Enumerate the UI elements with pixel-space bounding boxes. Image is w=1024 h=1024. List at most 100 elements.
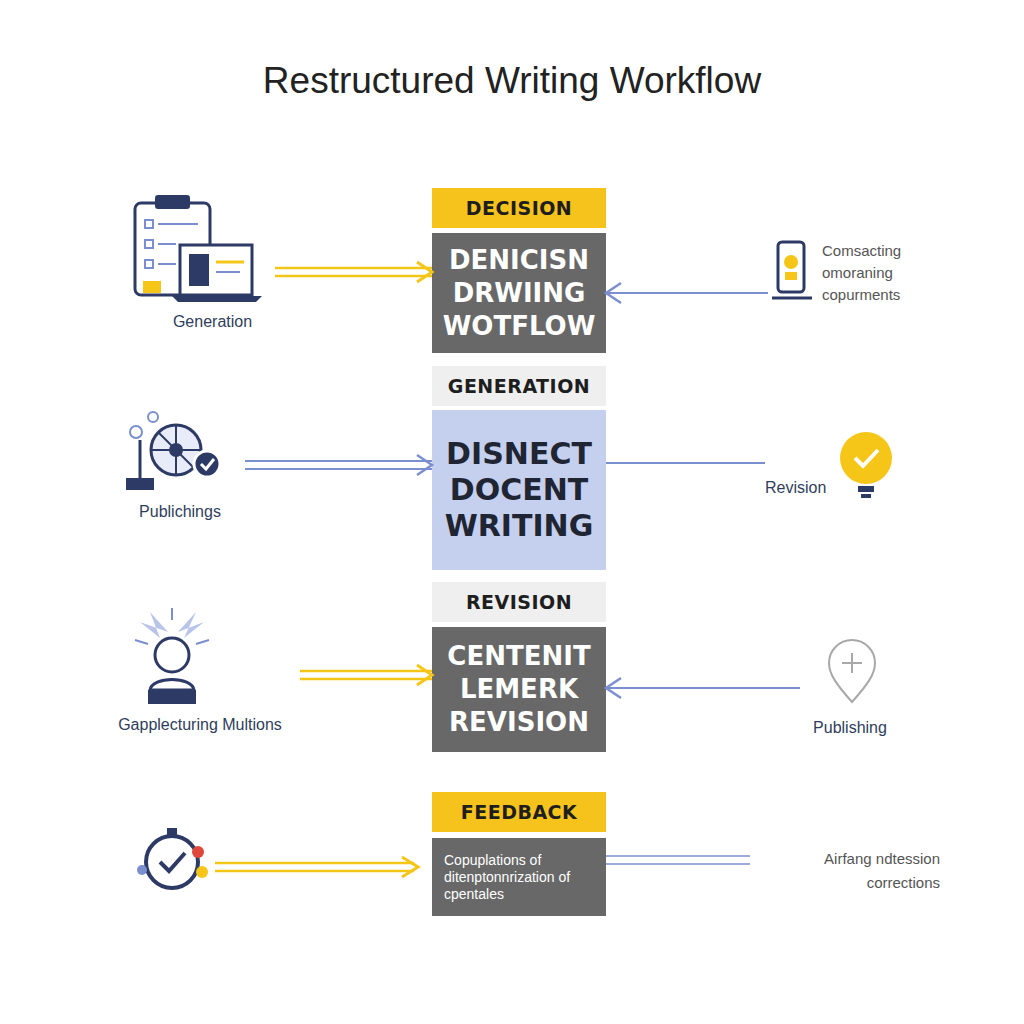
section-header: FEEDBACK — [432, 792, 606, 832]
connector-arrow — [606, 856, 750, 864]
pin — [829, 640, 875, 702]
list-box — [145, 260, 153, 268]
icon-label: Publichings — [115, 498, 245, 526]
connector-arrow — [606, 283, 768, 303]
node-text: Airfang ndtession corrections — [750, 847, 940, 895]
clock — [146, 836, 198, 888]
dot — [196, 866, 208, 878]
body — [150, 680, 194, 691]
check-mark — [201, 459, 214, 469]
arrow-head — [402, 857, 418, 877]
yellow-tag — [143, 281, 161, 293]
node-text: Comsacting omoraning copurments — [822, 240, 928, 306]
arrow-head — [417, 455, 432, 475]
node-text: Revision — [765, 479, 826, 497]
connector-line — [275, 267, 432, 270]
connector-line — [245, 460, 432, 462]
section-header: DECISION — [432, 188, 606, 228]
arrow-line — [215, 870, 414, 873]
check-mark — [855, 450, 878, 466]
laptop-line — [216, 261, 244, 264]
connector-line — [300, 678, 432, 681]
icon-label: Publishing — [800, 714, 900, 742]
node-text-group: FEEDBACK — [461, 801, 578, 823]
diagram-title: Restructured Writing Workflow — [0, 58, 1024, 104]
laptop-block — [189, 254, 209, 286]
lamp-head — [130, 426, 142, 438]
list-line — [158, 263, 176, 265]
node-text-group: Revision — [765, 479, 826, 497]
connector-line — [606, 687, 800, 689]
burst-line — [196, 640, 209, 644]
node-text: Generation — [173, 313, 252, 331]
burst-line — [135, 640, 148, 644]
node-text-group: DECISION — [466, 197, 573, 219]
icon-label: Airfang ndtession corrections — [750, 843, 940, 895]
phone-blob — [785, 272, 797, 280]
head — [155, 638, 189, 672]
phone-icon — [772, 242, 812, 298]
connector-line — [275, 275, 432, 278]
node-text-group: CENTENIT LEMERK REVISION — [438, 640, 600, 739]
node-text-group: DISNECT DOCENT WRITING — [438, 436, 600, 544]
plus — [842, 662, 862, 664]
node-text-group: Copuplations of ditenptonnrization of cp… — [444, 852, 598, 903]
process-box: CENTENIT LEMERK REVISION — [432, 627, 606, 752]
list-line — [158, 223, 198, 225]
connector-arrow — [606, 678, 800, 698]
arrow-head — [606, 283, 621, 303]
node-text: FEEDBACK — [461, 801, 578, 823]
person-icon — [135, 608, 209, 704]
lamp-arm — [139, 440, 142, 478]
desk — [148, 690, 196, 704]
check-badge — [194, 451, 220, 477]
bulb-icon — [840, 432, 892, 498]
node-text: Publichings — [139, 503, 221, 521]
process-box: DENICISN DRWIING WOTFLOW — [432, 233, 606, 353]
dot — [192, 846, 204, 858]
phone — [778, 242, 804, 292]
section-header: REVISION — [432, 582, 606, 622]
connector-line — [606, 855, 750, 857]
dot — [137, 865, 147, 875]
connector-line — [606, 292, 768, 294]
burst — [140, 612, 168, 638]
phone-blob — [784, 255, 798, 269]
node-text: DENICISN DRWIING WOTFLOW — [438, 244, 600, 343]
node-text-group: DENICISN DRWIING WOTFLOW — [438, 244, 600, 343]
node-text: Copuplations of ditenptonnrization of cp… — [444, 852, 598, 903]
section-header: GENERATION — [432, 366, 606, 406]
node-text: DISNECT DOCENT WRITING — [438, 436, 600, 544]
bulb-base — [858, 486, 874, 492]
wheel-spoke — [158, 432, 194, 468]
node-text-group: GENERATION — [448, 375, 590, 397]
node-text: GENERATION — [448, 375, 590, 397]
publishing-icon — [126, 412, 220, 490]
connector-line — [245, 468, 432, 470]
burst — [178, 612, 204, 638]
connector-arrow — [300, 665, 432, 685]
node-text-group: Gapplecturing Multions — [118, 716, 282, 734]
check-mark — [160, 853, 185, 871]
process-box: DISNECT DOCENT WRITING — [432, 410, 606, 570]
node-text-group: Airfang ndtession corrections — [750, 847, 940, 895]
lamp-base — [126, 478, 154, 490]
list-box — [145, 240, 153, 248]
phone-base — [772, 297, 812, 300]
bulb-base — [861, 494, 871, 498]
connector-arrow — [275, 262, 432, 282]
bulb — [840, 432, 892, 484]
lamp-head — [148, 412, 158, 422]
node-text-group: Publichings — [139, 503, 221, 521]
generation-icon — [135, 195, 262, 302]
list-box — [145, 220, 153, 228]
icon-label: Comsacting omoraning copurments — [768, 238, 928, 308]
feedback-icon — [137, 828, 208, 888]
icon-label: Generation — [150, 308, 275, 336]
connector-line — [606, 863, 750, 865]
arrow-head — [417, 262, 432, 282]
list-line — [158, 243, 176, 245]
node-text: DECISION — [466, 197, 573, 219]
node-text: CENTENIT LEMERK REVISION — [438, 640, 600, 739]
